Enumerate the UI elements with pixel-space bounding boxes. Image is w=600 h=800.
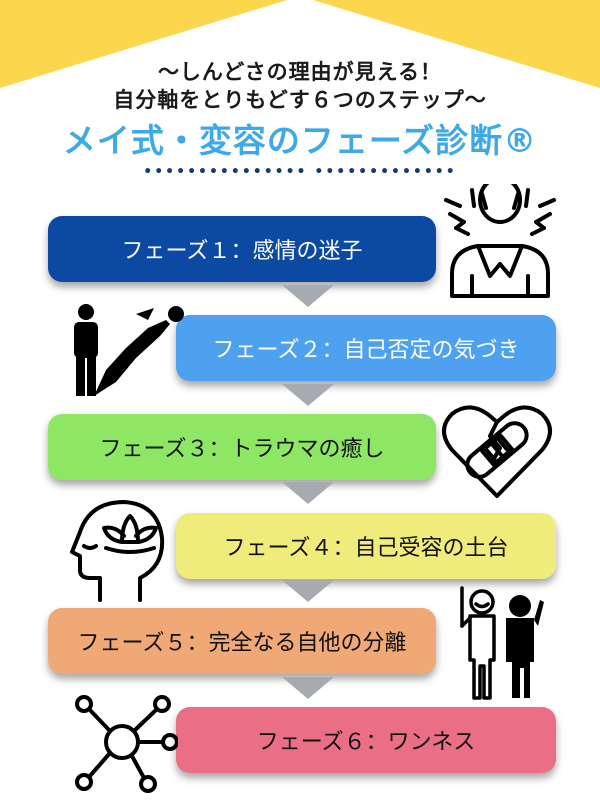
phase-3-box: フェーズ３：トラウマの癒し <box>48 414 436 480</box>
down-arrow-1 <box>282 285 334 307</box>
phase-5-box: フェーズ５：完全なる自他の分離 <box>48 608 436 674</box>
subtitle-line-2: 自分軸をとりもどす６つのステップ〜 <box>113 88 487 112</box>
down-arrow-2 <box>282 384 334 406</box>
phase-4-box: フェーズ４：自己受容の土台 <box>176 513 556 579</box>
network-icon <box>75 695 178 793</box>
distressed-person-icon <box>444 184 556 298</box>
phase-2-box: フェーズ２：自己否定の気づき <box>176 315 556 381</box>
person-with-shadow-icon <box>74 304 184 396</box>
phase-6-label: フェーズ６：ワンネス <box>256 730 476 755</box>
phase-3-label: フェーズ３：トラウマの癒し <box>99 437 385 462</box>
phase-5-label: フェーズ５：完全なる自他の分離 <box>77 631 407 656</box>
mindful-head-icon <box>70 500 165 602</box>
phase-1-label: フェーズ１：感情の迷子 <box>121 239 363 264</box>
down-arrow-5 <box>282 677 334 699</box>
down-arrow-4 <box>282 580 334 602</box>
two-people-icon <box>460 586 544 700</box>
phase-4-label: フェーズ４：自己受容の土台 <box>223 536 509 561</box>
bandaged-heart-icon <box>442 405 552 498</box>
down-arrow-3 <box>282 482 334 504</box>
dotted-divider: ••••••••••••••• ••••••••••••• <box>143 164 457 180</box>
subtitle-line-1: 〜しんどさの理由が見える！ <box>157 60 443 84</box>
phase-1-box: フェーズ１：感情の迷子 <box>48 216 436 282</box>
page-title: メイ式・変容のフェーズ診断® <box>62 121 538 160</box>
phase-6-box: フェーズ６：ワンネス <box>176 707 556 773</box>
phase-2-label: フェーズ２：自己否定の気づき <box>212 338 520 363</box>
